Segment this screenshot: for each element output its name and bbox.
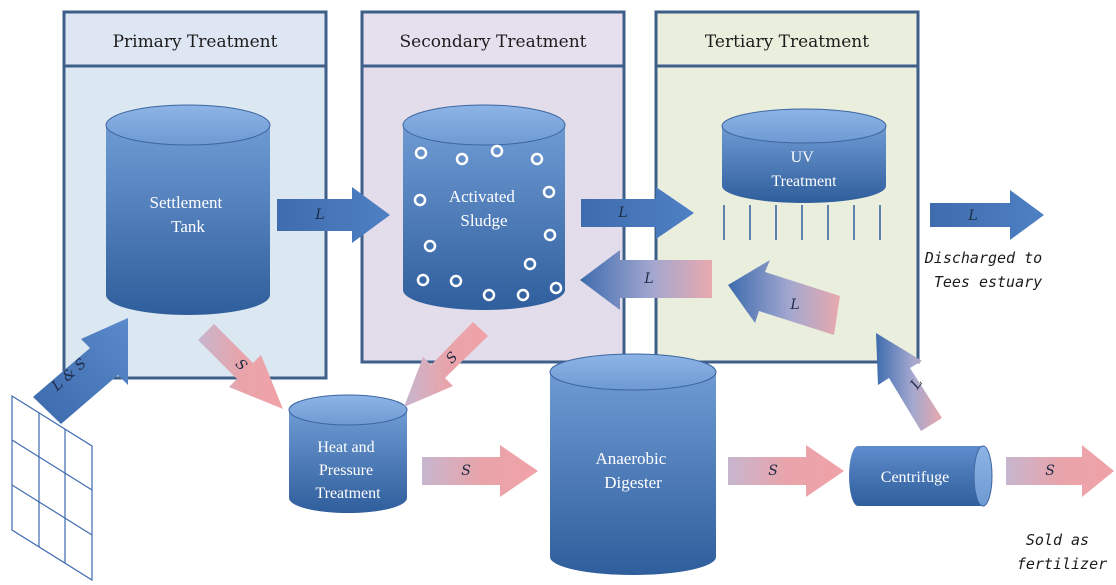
flow-label-s: S bbox=[1045, 463, 1055, 479]
uv-treatment-tank: UV Treatment bbox=[721, 108, 887, 240]
flow-label-s: S bbox=[461, 463, 471, 479]
solid-arrow-sludge-to-heat: S bbox=[404, 322, 488, 407]
heat-label-3: Treatment bbox=[315, 485, 381, 502]
solid-arrow-fertilizer: S bbox=[1006, 445, 1114, 497]
liquid-return-arrow-centrifuge-to-uv: L bbox=[728, 260, 840, 335]
heat-label-2: Pressure bbox=[319, 462, 373, 479]
liquid-arrow-settlement-to-sludge: L bbox=[277, 187, 390, 243]
stage-title-tertiary: Tertiary Treatment bbox=[705, 32, 869, 52]
flow-label-l: L bbox=[789, 297, 799, 313]
liquid-arrow-sludge-to-uv: L bbox=[581, 187, 694, 239]
flow-label-l: L bbox=[643, 271, 653, 287]
flow-label-l: L bbox=[314, 207, 324, 223]
bubble-group bbox=[413, 144, 563, 302]
settlement-tank-label-2: Tank bbox=[171, 217, 205, 236]
settlement-tank: Settlement Tank bbox=[105, 104, 271, 315]
flow-label-s: S bbox=[768, 463, 778, 479]
digester-label-1: Anaerobic bbox=[595, 449, 666, 468]
fertilizer-note-1: Sold as bbox=[1026, 531, 1089, 549]
fertilizer-note-2: fertilizer bbox=[1017, 555, 1107, 573]
digester-label-2: Digester bbox=[604, 473, 662, 492]
stage-title-primary: Primary Treatment bbox=[113, 32, 278, 52]
activated-sludge-label-2: Sludge bbox=[460, 211, 507, 230]
discharge-note-1: Discharged to bbox=[924, 249, 1042, 267]
stage-title-secondary: Secondary Treatment bbox=[399, 32, 586, 52]
svg-text:Sold as fertilizer: Sold as fertilizer bbox=[1017, 531, 1107, 573]
activated-sludge-label-1: Activated bbox=[449, 187, 516, 206]
activated-sludge-tank: Activated Sludge bbox=[402, 104, 566, 310]
solid-arrow-settlement-to-heat: S bbox=[198, 324, 283, 409]
solid-arrow-heat-to-digester: S bbox=[422, 445, 538, 497]
solid-arrow-digester-to-centrifuge: S bbox=[728, 445, 844, 497]
settlement-tank-label-1: Settlement bbox=[150, 193, 223, 212]
uv-rays bbox=[723, 205, 881, 240]
svg-text:Heat and Pressure: Heat and Pressure Treatment bbox=[315, 439, 381, 502]
uv-label-1: UV bbox=[791, 149, 815, 166]
heat-label-1: Heat and bbox=[317, 439, 374, 456]
flow-label-l: L bbox=[617, 205, 627, 221]
centrifuge-label: Centrifuge bbox=[881, 469, 949, 486]
svg-text:Activated Sludge: Activated Sludge bbox=[449, 187, 519, 230]
heat-pressure-tank: Heat and Pressure Treatment bbox=[288, 394, 408, 513]
liquid-return-arrow-uv-to-sludge: L bbox=[580, 250, 712, 310]
discharge-note-2: Tees estuary bbox=[934, 273, 1042, 291]
flow-label-l: L bbox=[967, 208, 977, 224]
uv-label-2: Treatment bbox=[771, 173, 837, 190]
svg-text:Anaerobic Digester: Anaerobic Digester bbox=[595, 449, 670, 492]
svg-text:Discharged to Tees estuary: Discharged to Tees estuary bbox=[924, 249, 1051, 291]
centrifuge: Centrifuge bbox=[849, 445, 993, 507]
liquid-arrow-discharge: L bbox=[930, 190, 1044, 240]
anaerobic-digester: Anaerobic Digester bbox=[549, 353, 717, 575]
svg-text:Settlement Tank: Settlement Tank bbox=[150, 193, 227, 236]
intake-grid bbox=[11, 394, 93, 582]
svg-text:UV Treatment: UV Treatment bbox=[771, 149, 837, 190]
